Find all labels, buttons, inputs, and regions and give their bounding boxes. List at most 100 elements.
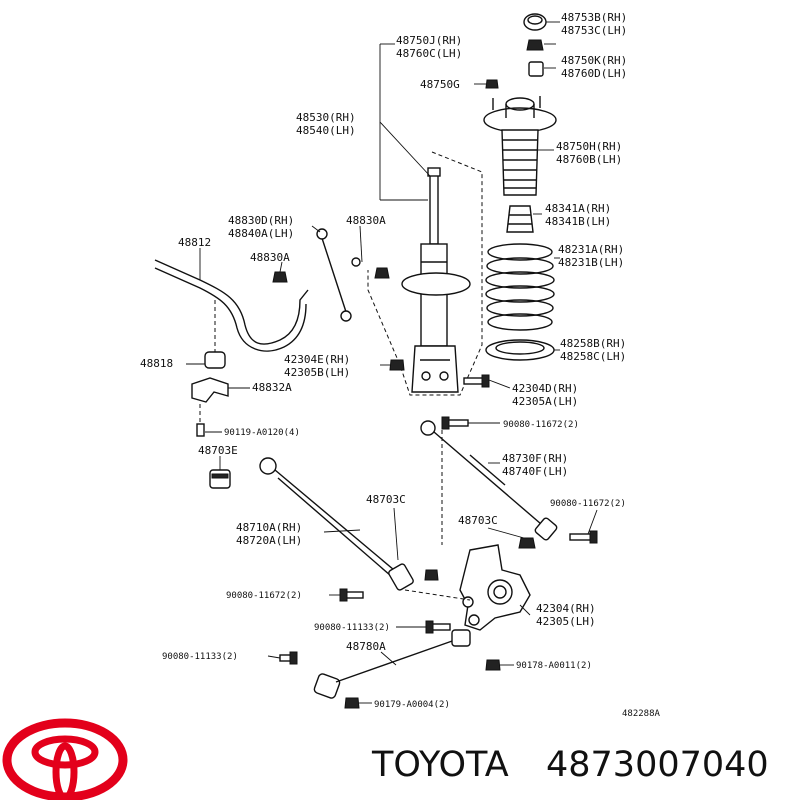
svg-text:48760D(LH): 48760D(LH): [561, 67, 627, 80]
part-label-48830d: 48830D(RH) 48840A(LH): [228, 214, 294, 240]
svg-text:90119-A0120(4): 90119-A0120(4): [224, 428, 300, 438]
strut-nut: [389, 359, 405, 371]
part-label-90080-lower: 90080-11672(2): [226, 591, 302, 601]
link-nut-mid: [272, 271, 288, 283]
part-label-90178: 90178-A0011(2): [516, 661, 592, 671]
svg-text:48780A: 48780A: [346, 640, 386, 653]
bolt-carrier: [425, 620, 451, 634]
part-label-90179: 90179-A0004(2): [374, 700, 450, 710]
svg-text:48341A(RH): 48341A(RH): [545, 202, 611, 215]
part-label-42304d: 42304D(RH) 42305A(LH): [512, 382, 578, 408]
part-number: 4873007040: [546, 745, 769, 785]
arm-bushing: [209, 469, 231, 489]
top-mount-plate: [483, 107, 557, 133]
coil-spring: [485, 243, 555, 331]
stabilizer-bar: [154, 259, 309, 345]
svg-text:42304E(RH): 42304E(RH): [284, 353, 350, 366]
part-label-48780: 48780A: [346, 640, 386, 653]
strut-bracket: [411, 345, 459, 393]
part-label-48753: 48753B(RH) 48753C(LH): [561, 11, 627, 37]
svg-text:48750H(RH): 48750H(RH): [556, 140, 622, 153]
part-label-48750k: 48750K(RH) 48760D(LH): [561, 54, 627, 80]
arm-nut-left: [424, 569, 439, 581]
lateral-link: [420, 420, 558, 541]
svg-text:48703C: 48703C: [366, 493, 406, 506]
svg-text:48760C(LH): 48760C(LH): [396, 47, 462, 60]
svg-text:48840A(LH): 48840A(LH): [228, 227, 294, 240]
nut-90179: [344, 697, 360, 709]
mount-nut: [526, 39, 544, 51]
part-label-48703c-b: 48703C: [458, 514, 498, 527]
part-label-48710: 48710A(RH) 48720A(LH): [236, 521, 302, 547]
bolt-lower-arm: [339, 588, 364, 602]
svg-text:48540(LH): 48540(LH): [296, 124, 356, 137]
part-label-48830a-mid: 48830A: [250, 251, 290, 264]
svg-text:42304(RH): 42304(RH): [536, 602, 596, 615]
svg-text:48720A(LH): 48720A(LH): [236, 534, 302, 547]
link-nut-top: [374, 267, 390, 279]
svg-text:42305A(LH): 42305A(LH): [512, 395, 578, 408]
strut-spring-seat: [401, 272, 471, 296]
part-label-48750h: 48750H(RH) 48760B(LH): [556, 140, 622, 166]
stabilizer-bushing: [204, 351, 226, 369]
svg-text:48750G: 48750G: [420, 78, 460, 91]
spring-insulator: [485, 339, 555, 361]
bolt-rear-link: [279, 651, 298, 665]
svg-text:90080-11672(2): 90080-11672(2): [503, 420, 579, 430]
part-label-90119: 90119-A0120(4): [224, 428, 300, 438]
svg-text:90080-11672(2): 90080-11672(2): [550, 499, 626, 509]
svg-text:90080-11133(2): 90080-11133(2): [162, 652, 238, 662]
part-label-42304e: 42304E(RH) 42305B(LH): [284, 353, 350, 379]
svg-text:48703E: 48703E: [198, 444, 238, 457]
svg-text:48812: 48812: [178, 236, 211, 249]
svg-text:48832A: 48832A: [252, 381, 292, 394]
part-label-90080-rear: 90080-11133(2): [162, 652, 238, 662]
svg-text:48530(RH): 48530(RH): [296, 111, 356, 124]
arm-nut-right: [518, 537, 536, 549]
part-label-48750g: 48750G: [420, 78, 460, 91]
part-label-90080-carrier: 90080-11133(2): [314, 623, 390, 633]
svg-text:48750K(RH): 48750K(RH): [561, 54, 627, 67]
bump-stop: [506, 205, 534, 233]
svg-text:48341B(LH): 48341B(LH): [545, 215, 611, 228]
part-label-48760c: 48750J(RH) 48760C(LH): [396, 34, 462, 60]
svg-text:42305B(LH): 42305B(LH): [284, 366, 350, 379]
lower-control-arm: [259, 457, 414, 591]
mount-bushing: [528, 61, 544, 77]
part-label-48341: 48341A(RH) 48341B(LH): [545, 202, 611, 228]
strut-rod-top: [427, 167, 441, 177]
svg-text:90080-11672(2): 90080-11672(2): [226, 591, 302, 601]
svg-text:90080-11133(2): 90080-11133(2): [314, 623, 390, 633]
stabilizer-link: [319, 231, 349, 319]
svg-text:42304D(RH): 42304D(RH): [512, 382, 578, 395]
part-label-48818: 48818: [140, 357, 173, 370]
part-label-48231: 48231A(RH) 48231B(LH): [558, 243, 624, 269]
dust-boot: [501, 129, 539, 196]
svg-text:48231A(RH): 48231A(RH): [558, 243, 624, 256]
part-label-48530: 48530(RH) 48540(LH): [296, 111, 356, 137]
svg-text:48830A: 48830A: [250, 251, 290, 264]
svg-text:48753C(LH): 48753C(LH): [561, 24, 627, 37]
part-label-90080-upper: 90080-11672(2): [503, 420, 579, 430]
part-label-48258: 48258B(RH) 48258C(LH): [560, 337, 626, 363]
bolt-lateral-link: [569, 530, 598, 544]
part-label-48730: 48730F(RH) 48740F(LH): [502, 452, 568, 478]
toyota-logo-icon: [2, 718, 128, 800]
small-nut: [485, 79, 499, 89]
stabilizer-bracket: [191, 377, 229, 403]
leader-lines: [186, 21, 598, 704]
svg-text:48760B(LH): 48760B(LH): [556, 153, 622, 166]
svg-text:48753B(RH): 48753B(RH): [561, 11, 627, 24]
strut-rod: [429, 171, 439, 245]
svg-text:48703C: 48703C: [458, 514, 498, 527]
part-label-90080-right: 90080-11672(2): [550, 499, 626, 509]
svg-text:48830D(RH): 48830D(RH): [228, 214, 294, 227]
strut-bolt: [463, 374, 490, 388]
part-label-48832: 48832A: [252, 381, 292, 394]
svg-text:90179-A0004(2): 90179-A0004(2): [374, 700, 450, 710]
svg-text:90178-A0011(2): 90178-A0011(2): [516, 661, 592, 671]
svg-text:48830A: 48830A: [346, 214, 386, 227]
strut-rod-arm: [313, 629, 471, 699]
part-label-48703c-a: 48703C: [366, 493, 406, 506]
